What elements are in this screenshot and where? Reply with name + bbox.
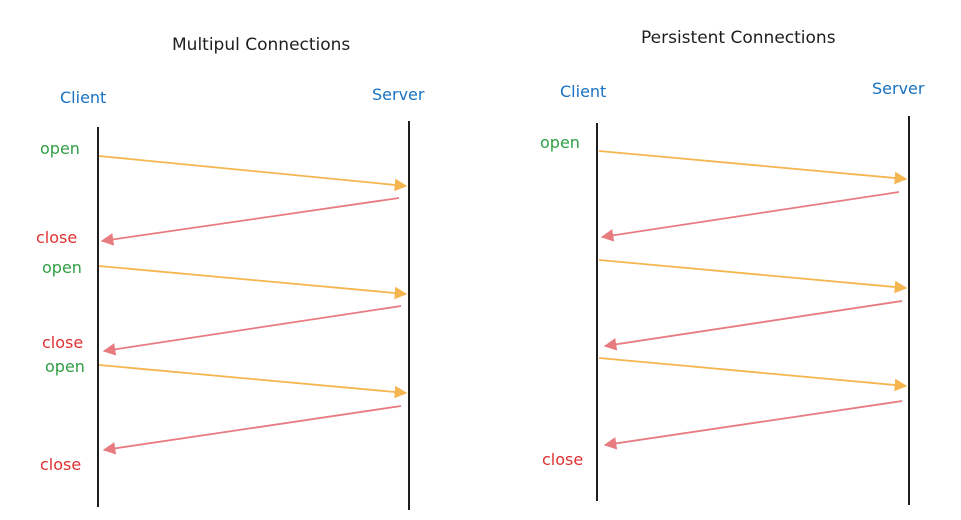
left-server-label: Server <box>372 85 425 104</box>
left-close-label-1: close <box>36 228 77 247</box>
left-open-label-1: open <box>40 139 80 158</box>
left-response-arrow-1 <box>100 197 400 246</box>
left-title: Multipul Connections <box>172 35 350 55</box>
left-request-arrow-2 <box>98 265 408 300</box>
left-request-arrow-1 <box>98 155 408 192</box>
left-close-label-2: close <box>42 333 83 352</box>
left-request-arrow-3 <box>98 364 408 399</box>
right-response-arrow-2 <box>603 300 903 351</box>
left-open-label-2: open <box>42 258 82 277</box>
right-response-arrow-3 <box>603 400 903 450</box>
right-close-label: close <box>542 450 583 469</box>
right-request-arrow-1 <box>598 150 908 185</box>
right-title: Persistent Connections <box>641 28 836 48</box>
left-response-arrow-2 <box>102 305 402 356</box>
multiple-connections-diagram: Multipul Connections Client Server open … <box>36 35 425 510</box>
left-response-arrow-3 <box>102 405 402 455</box>
right-server-label: Server <box>872 79 925 98</box>
right-response-arrow-1 <box>600 191 900 242</box>
right-open-label: open <box>540 133 580 152</box>
persistent-connections-diagram: Persistent Connections Client Server ope… <box>540 28 925 505</box>
right-client-label: Client <box>560 82 606 101</box>
right-request-arrow-2 <box>598 259 908 294</box>
left-close-label-3: close <box>40 455 81 474</box>
left-open-label-3: open <box>45 357 85 376</box>
right-request-arrow-3 <box>598 357 908 392</box>
left-client-label: Client <box>60 88 106 107</box>
